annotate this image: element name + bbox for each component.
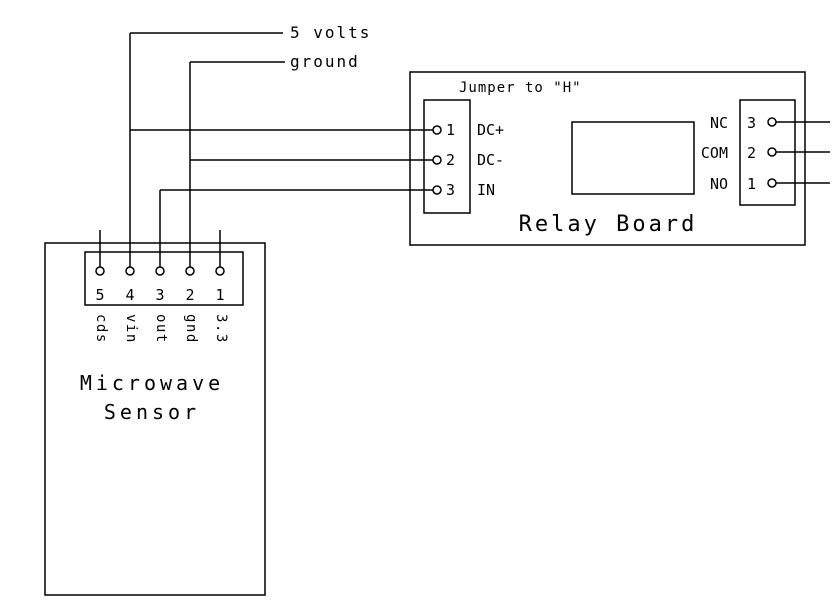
relay-output-connector-outline	[739, 99, 796, 206]
relay-out-pin1-number: 1	[747, 175, 756, 193]
sensor-title-line1: Microwave	[80, 371, 224, 395]
ground-label: ground	[290, 52, 360, 71]
sensor-pin3-number: 3	[155, 286, 164, 304]
pin-circle-gnd	[185, 266, 195, 276]
pin-circle-nc	[767, 117, 777, 127]
sensor-pin2-number: 2	[185, 286, 194, 304]
relay-board-title: Relay Board	[519, 212, 698, 237]
relay-in-pin3-number: 3	[446, 181, 455, 199]
sensor-title-line2: Sensor	[104, 400, 200, 424]
wires-group	[99, 32, 830, 267]
relay-input-connector-outline	[423, 99, 471, 214]
sensor-gnd-label: gnd	[183, 314, 199, 344]
pin-circle-in	[432, 185, 442, 195]
relay-board-outline	[409, 71, 806, 246]
outlines-group	[44, 71, 806, 596]
relay-in-label: IN	[477, 181, 495, 199]
relay-com-label: COM	[701, 144, 728, 162]
relay-out-pin2-number: 2	[747, 144, 756, 162]
pin-circles-group	[95, 117, 777, 276]
sensor-outline	[44, 242, 266, 596]
sensor-out-label: out	[153, 314, 169, 344]
pin-circle-no	[767, 178, 777, 188]
sensor-connector-outline	[84, 251, 244, 306]
relay-out-pin3-number: 3	[747, 114, 756, 132]
sensor-pin4-number: 4	[125, 286, 134, 304]
pin-circle-vin	[125, 266, 135, 276]
relay-nc-label: NC	[710, 114, 728, 132]
relay-in-pin2-number: 2	[446, 151, 455, 169]
relay-dc-plus-label: DC+	[477, 121, 504, 139]
pin-circle-out	[155, 266, 165, 276]
five-volts-label: 5 volts	[290, 23, 371, 42]
relay-in-pin1-number: 1	[446, 121, 455, 139]
sensor-vin-label: vin	[123, 314, 139, 344]
pin-circle-dc-plus	[432, 125, 442, 135]
pin-circle-dc-minus	[432, 155, 442, 165]
jumper-note: Jumper to "H"	[459, 80, 582, 96]
pin-circle-com	[767, 147, 777, 157]
relay-component-outline	[571, 121, 695, 195]
sensor-cds-label: cds	[93, 314, 109, 344]
sensor-3v3-label: 3.3	[213, 314, 229, 344]
pin-circle-cds	[95, 266, 105, 276]
pin-circle-3v3	[215, 266, 225, 276]
relay-no-label: NO	[710, 175, 728, 193]
relay-dc-minus-label: DC-	[477, 151, 504, 169]
sensor-pin1-number: 1	[215, 286, 224, 304]
sensor-pin5-number: 5	[95, 286, 104, 304]
